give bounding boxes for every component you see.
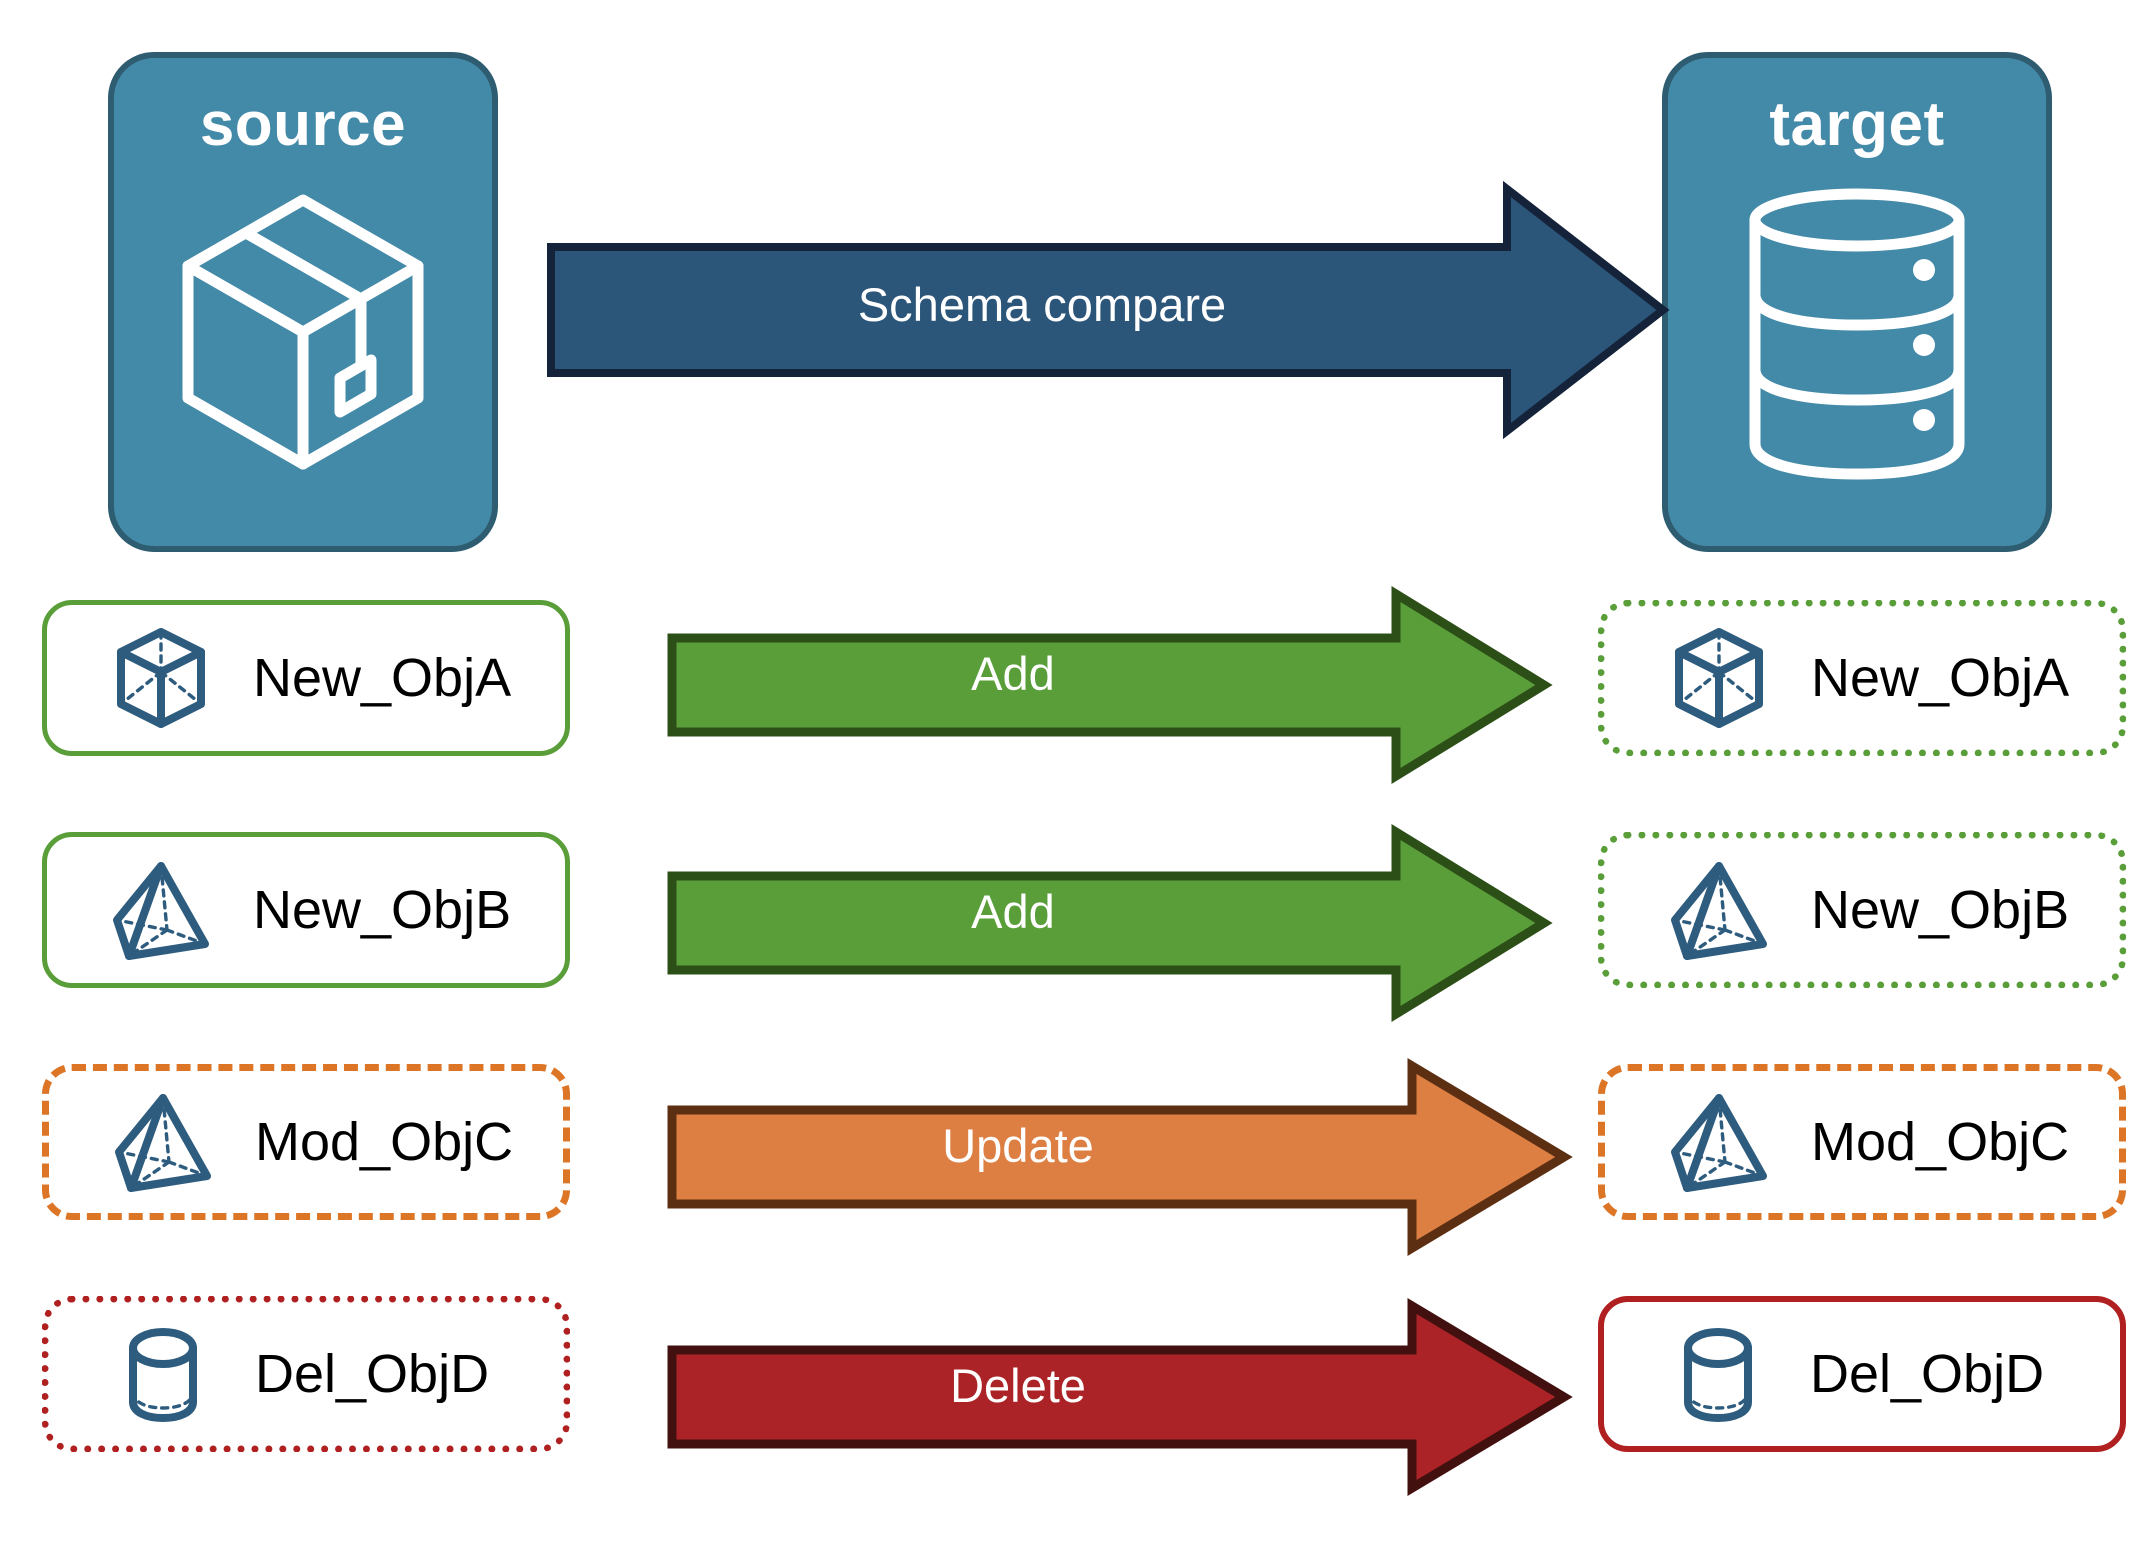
target-object-label: Mod_ObjC bbox=[1811, 1112, 2070, 1172]
package-box-icon bbox=[168, 182, 438, 482]
pyramid-wireframe-icon bbox=[109, 858, 213, 962]
endpoint-card-source: source bbox=[108, 52, 498, 552]
database-cylinder-icon bbox=[1737, 182, 1977, 482]
source-object-card[interactable]: New_ObjA bbox=[42, 600, 570, 756]
target-object-card[interactable]: Mod_ObjC bbox=[1598, 1064, 2126, 1220]
object-row: New_ObjA Add bbox=[0, 585, 2150, 800]
action-arrow-delete: Delete bbox=[667, 1298, 1573, 1496]
pyramid-wireframe-icon bbox=[1667, 1090, 1771, 1194]
action-arrow-add: Add bbox=[667, 823, 1553, 1023]
source-object-card[interactable]: Del_ObjD bbox=[42, 1296, 570, 1452]
object-row: Mod_ObjC Update bbox=[0, 1058, 2150, 1264]
endpoint-card-target: target bbox=[1662, 52, 2052, 552]
source-object-label: Mod_ObjC bbox=[255, 1112, 514, 1172]
endpoint-title-target: target bbox=[1769, 90, 1945, 159]
cylinder-wireframe-icon bbox=[111, 1322, 215, 1426]
cube-wireframe-icon bbox=[1667, 626, 1771, 730]
source-object-label: Del_ObjD bbox=[255, 1344, 490, 1404]
pyramid-wireframe-icon bbox=[111, 1090, 215, 1194]
source-object-card[interactable]: New_ObjB bbox=[42, 832, 570, 988]
cylinder-wireframe-icon bbox=[1666, 1322, 1770, 1426]
target-object-card[interactable]: Del_ObjD bbox=[1598, 1296, 2126, 1452]
action-arrow-add: Add bbox=[667, 585, 1553, 785]
source-object-label: New_ObjB bbox=[253, 880, 512, 940]
target-object-card[interactable]: New_ObjB bbox=[1598, 832, 2126, 988]
source-object-card[interactable]: Mod_ObjC bbox=[42, 1064, 570, 1220]
endpoint-title-source: source bbox=[199, 90, 407, 159]
object-row: Del_ObjD Delete Del_ObjD bbox=[0, 1296, 2150, 1496]
action-arrow-update: Update bbox=[667, 1058, 1573, 1256]
source-object-label: New_ObjA bbox=[253, 648, 512, 708]
pyramid-wireframe-icon bbox=[1667, 858, 1771, 962]
object-row: New_ObjB Add bbox=[0, 823, 2150, 1032]
target-object-card[interactable]: New_ObjA bbox=[1598, 600, 2126, 756]
target-object-label: New_ObjB bbox=[1811, 880, 2070, 940]
target-object-label: New_ObjA bbox=[1811, 648, 2070, 708]
target-object-label: Del_ObjD bbox=[1810, 1344, 2045, 1404]
cube-wireframe-icon bbox=[109, 626, 213, 730]
schema-compare-arrow: Schema compare bbox=[547, 180, 1670, 440]
